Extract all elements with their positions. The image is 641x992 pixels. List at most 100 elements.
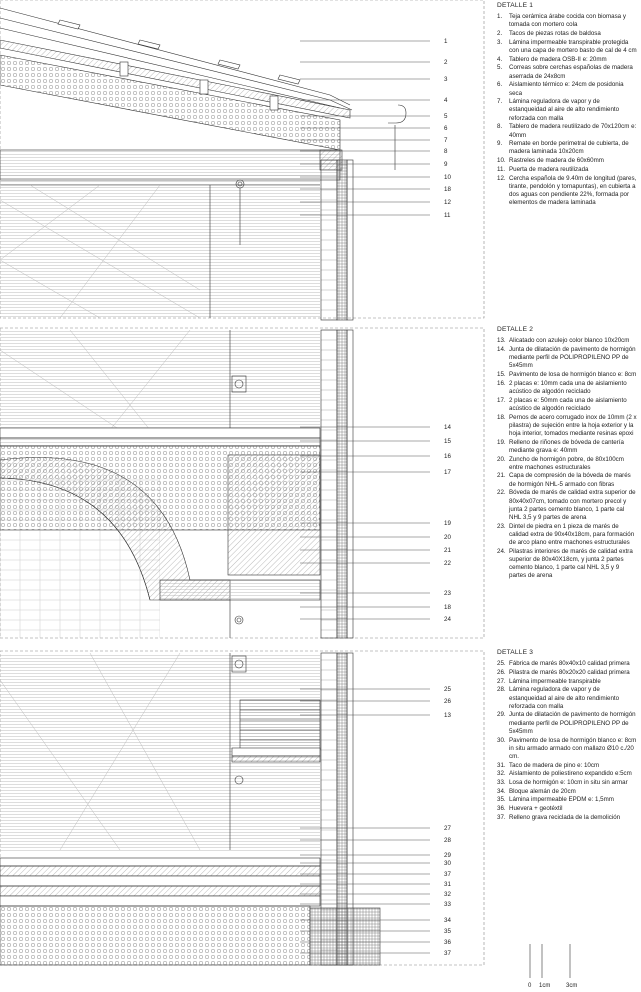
callout-number: 18 [444,604,451,611]
legend-item-text: Zuncho de hormigón pobre, de 80x100cm en… [509,455,624,471]
legend-list: 13.Alicatado con azulejo color blanco 10… [497,337,637,580]
callout-number: 11 [444,212,451,219]
legend-item: 4. Tablero de madera OSB-II e: 20mm [497,56,637,64]
legend-item-text: Lámina impermeable transpirable protegid… [509,38,637,55]
legend-item: 34.Bloque alemán de 20cm [497,788,637,796]
detail-1-roof [0,7,407,319]
legend-item-text: Lámina impermeable EPDM e: 1,5mm [509,796,614,804]
legend-item: 12.Cercha española de 9.40m de longitud … [497,175,637,208]
callout-number: 27 [444,825,451,832]
legend-item-number: 12. [497,174,506,182]
legend-item: 9. Remate en borde perimetral de cubierta… [497,140,637,156]
scale-label-3cm: 3cm [566,983,578,989]
legend-item: 21.Capa de compresión de la bóveda de ma… [497,472,637,488]
legend-item-text: Dintel de piedra en 1 pieza de marés de … [509,522,635,547]
legend-detalle-2: DETALLE 2 13.Alicatado con azulejo color… [497,326,637,581]
legend-item-text: Relleno grava reciclada de la demolición [509,813,621,821]
scale-label-0: 0 [528,983,532,989]
legend-item: 29.Junta de dilatación de pavimento de h… [497,711,637,736]
legend-item: 17.2 placas e: 50mm cada una de aislamie… [497,397,637,413]
legend-item-number: 2. [497,30,503,38]
legend-item: 19.Relleno de riñones de bóveda de cante… [497,439,637,455]
legend-item-text: Aislamiento de poliestireno expandido e:… [509,770,632,778]
legend-item-text: Pernos de acero corrugado inox de 10mm (… [509,413,637,437]
legend-item: 16.2 placas e: 10mm cada una de aislamie… [497,380,637,396]
callout-number: 13 [444,712,451,719]
callout-number: 8 [444,148,448,155]
callout-number: 36 [444,939,451,946]
callout-number: 29 [444,852,451,859]
callout-number: 33 [444,901,451,908]
legend-item-number: 8. [497,123,503,131]
legend-title: DETALLE 3 [497,649,534,656]
legend-item: 25.Fábrica de marés 80x40x10 calidad pri… [497,660,637,668]
callout-number: 16 [444,453,451,460]
callout-number: 30 [444,860,451,867]
legend-detalle-3: DETALLE 3 25.Fábrica de marés 80x40x10 c… [497,649,637,823]
legend-item-number: 9. [497,140,503,148]
legend-item-number: 3. [497,38,503,46]
callout-number: 34 [444,917,451,924]
callout-labels: 1234567891012111814151617192021222318242… [300,38,451,957]
callout-number: 2 [444,59,448,66]
callout-number: 32 [444,891,451,898]
legend-item: 5. Correas sobre cerchas españolas de mad… [497,64,637,80]
legend-item-text: Huevera + geotéxtil [509,805,563,813]
callout-number: 28 [444,837,451,844]
legend-title: DETALLE 1 [497,2,534,9]
callout-number: 14 [444,424,451,431]
legend-item-text: Tablero de madera OSB-II e: 20mm [509,55,607,63]
callout-number: 25 [444,686,451,693]
legend-item-number: 18. [497,413,506,421]
callout-number: 37 [444,871,451,878]
callout-number: 22 [444,560,451,567]
legend-item: 33.Losa de hormigón e: 10cm in situ sin … [497,779,637,787]
callout-number: 1 [444,38,448,45]
legend-item-text: Puerta de madera reutilizada [509,165,589,173]
legend-detalle-1: DETALLE 1 1. Teja cerámica árabe cocida c… [497,2,637,208]
callout-number: 21 [444,547,451,554]
legend-item-number: 4. [497,55,503,63]
construction-section-drawing: 1234567891012111814151617192021222318242… [0,0,485,966]
legend-item: 36.Huevera + geotéxtil [497,805,637,813]
scale-label-1cm: 1cm [539,983,551,989]
legend-item-number: 15. [497,371,506,379]
legend-item: 35.Lámina impermeable EPDM e: 1,5mm [497,796,637,804]
legend-item: 18.Pernos de acero corrugado inox de 10m… [497,414,637,439]
legend-item-text: Relleno de riñones de bóveda de cantería… [509,438,624,454]
legend-item-number: 21. [497,472,506,480]
legend-item: 30.Pavimento de losa de hormigón blanco … [497,737,637,762]
legend-item-text: Alicatado con azulejo color blanco 10x20… [509,337,630,345]
legend-item: 11.Puerta de madera reutilizada [497,166,637,174]
legend-item-number: 28. [497,686,506,694]
legend-item: 14.Junta de dilatación de pavimento de h… [497,346,637,371]
exterior-wall [320,159,354,966]
legend-item-number: 31. [497,761,506,769]
legend-item: 10.Rastreles de madera de 60x60mm [497,157,637,165]
legend-item-number: 13. [497,337,506,345]
legend-item-text: 2 placas e: 50mm cada una de aislamiento… [509,396,627,412]
legend-item-text: Remate en borde perimetral de cubierta, … [509,140,629,156]
legend-item-text: Teja cerámica árabe cocida con biomasa y… [509,13,626,29]
detail-2-vault [0,329,321,638]
legend-item-number: 7. [497,98,503,106]
legend-item-text: Capa de compresión de la bóveda de marés… [509,472,631,488]
callout-number: 15 [444,438,451,445]
legend-item: 2.Tacos de piezas rotas de baldosa [497,30,637,38]
scale-bar [529,944,571,978]
legend-item-text: Lámina reguladora de vapor y de estanque… [509,98,620,122]
legend-item-number: 1. [497,13,503,21]
callout-number: 18 [444,186,451,193]
legend-item: 32.Aislamiento de poliestireno expandido… [497,770,637,778]
legend-item-text: Correas sobre cerchas españolas de mader… [509,64,633,80]
legend-item-number: 17. [497,396,506,404]
legend-item-number: 5. [497,64,503,72]
legend-item-text: Pavimento de losa de hormigón blanco e: … [509,371,637,379]
legend-item-number: 27. [497,677,506,685]
legend-list: 25.Fábrica de marés 80x40x10 calidad pri… [497,660,637,822]
legend-item-number: 16. [497,379,506,387]
legend-item-text: Rastreles de madera de 60x60mm [509,157,604,165]
legend-item: 13.Alicatado con azulejo color blanco 10… [497,337,637,345]
legend-item: 22.Bóveda de marés de calidad extra supe… [497,489,637,522]
legend-item-number: 37. [497,813,506,821]
